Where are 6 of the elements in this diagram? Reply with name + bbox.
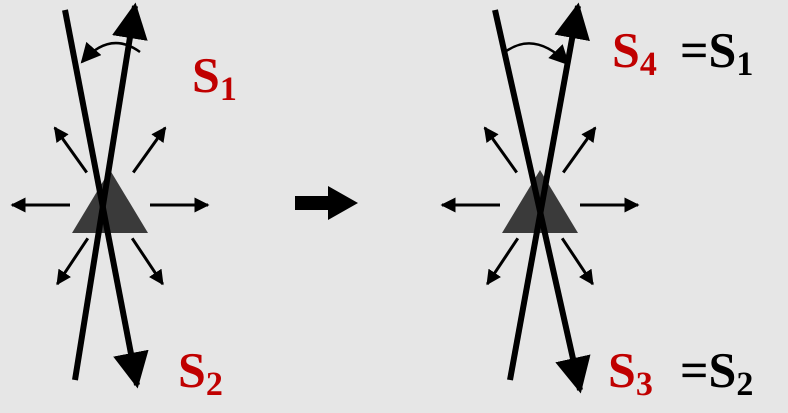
- vector-label: S$_{3}$: [608, 345, 653, 395]
- vector-label: S$_{4}$: [612, 25, 657, 75]
- vector-label: =S$_{2}$: [680, 345, 754, 395]
- vector-label: S$_{2}$: [178, 345, 223, 395]
- vector-label: =S$_{1}$: [680, 25, 754, 75]
- vector-label: S$_{1}$: [192, 50, 237, 100]
